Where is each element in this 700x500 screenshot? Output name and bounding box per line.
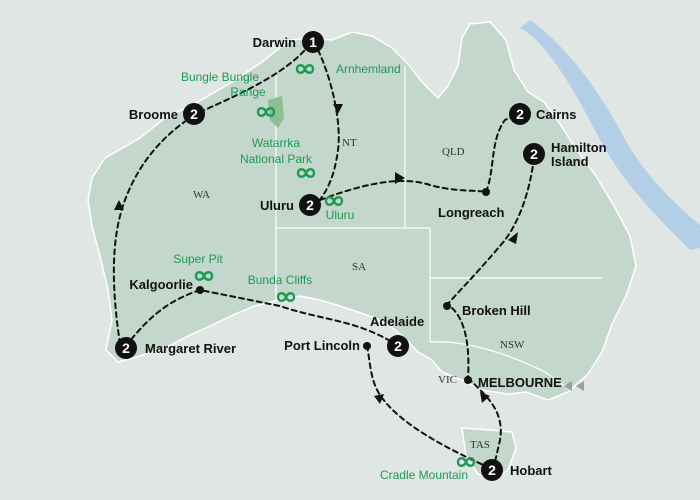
route-margaret-broome [112, 117, 191, 345]
arrow-head-4 [480, 392, 490, 403]
arrow-head-2 [395, 172, 405, 184]
label-margaret-river[interactable]: Margaret River [145, 341, 236, 356]
mainland-landmass [87, 21, 637, 401]
svg-text:1: 1 [309, 34, 317, 50]
svg-text:2: 2 [190, 106, 198, 122]
attraction-superpit[interactable]: Super Pit [173, 252, 223, 266]
label-portlincoln[interactable]: Port Lincoln [284, 338, 360, 353]
label-adelaide[interactable]: Adelaide [370, 314, 424, 329]
route-darwin-broome [199, 43, 311, 113]
infinity-icon [276, 292, 296, 302]
label-uluru[interactable]: Uluru [260, 198, 294, 213]
label-longreach[interactable]: Longreach [438, 205, 505, 220]
arrow-head-1 [333, 104, 343, 114]
badge-uluru[interactable]: 2 [299, 194, 321, 216]
badge-broome[interactable]: 2 [183, 103, 205, 125]
bungle-bungle-patch [268, 96, 284, 128]
infinity-icon [295, 64, 315, 74]
attraction-bungle-line2[interactable]: Range [230, 85, 266, 99]
attraction-bundacliffs[interactable]: Bunda Cliffs [248, 273, 312, 287]
arrow-head-5 [374, 394, 384, 404]
label-brokenhill[interactable]: Broken Hill [462, 303, 531, 318]
route-uluru-longreach [319, 179, 487, 201]
state-label-nt: NT [342, 137, 357, 149]
left-right-arrows-icon[interactable] [564, 381, 584, 391]
route-arrows [114, 104, 518, 404]
route-kalgoorlie-margaret [125, 289, 201, 347]
state-label-nsw: NSW [500, 339, 525, 351]
infinity-icon [324, 196, 344, 206]
label-hamilton[interactable]: Hamilton [551, 140, 607, 155]
kalgoorlie-dot [196, 286, 204, 294]
state-label-wa: WA [193, 189, 210, 201]
route-hamilton-brokenhill [445, 157, 535, 307]
badge-darwin[interactable]: 1 [302, 31, 324, 53]
brokenhill-dot [443, 302, 451, 310]
badge-hobart[interactable]: 2 [481, 459, 503, 481]
infinity-icon [296, 168, 316, 178]
svg-text:2: 2 [488, 462, 496, 478]
route-brokenhill-melbourne [451, 307, 470, 379]
badge-margaret-river[interactable]: 2 [115, 337, 137, 359]
state-label-sa: SA [352, 261, 366, 273]
longreach-dot [482, 188, 490, 196]
badge-hamilton-island[interactable]: 2 [523, 143, 545, 165]
attraction-cradle-mountain[interactable]: Cradle Mountain [380, 468, 468, 482]
route-adelaide-kalgoorlie [199, 289, 399, 347]
attraction-watarrka-line1[interactable]: Watarrka [252, 136, 301, 150]
label-melbourne[interactable]: MELBOURNE [478, 375, 562, 390]
melbourne-dot [464, 376, 472, 384]
portlincoln-dot [363, 342, 371, 350]
state-borders [275, 66, 602, 389]
attraction-uluru[interactable]: Uluru [326, 208, 355, 222]
route-longreach-cairns [485, 113, 519, 193]
route-melbourne-hobart [467, 377, 502, 467]
infinity-icon [194, 271, 214, 281]
state-label-vic: VIC [438, 374, 457, 386]
badge-cairns[interactable]: 2 [509, 103, 531, 125]
svg-text:2: 2 [122, 340, 130, 356]
infinity-icon [456, 457, 476, 467]
label-kalgoorlie[interactable]: Kalgoorlie [129, 277, 193, 292]
label-darwin[interactable]: Darwin [253, 35, 296, 50]
badge-adelaide[interactable]: 2 [387, 335, 409, 357]
svg-text:2: 2 [530, 146, 538, 162]
label-hobart[interactable]: Hobart [510, 463, 553, 478]
svg-text:2: 2 [516, 106, 524, 122]
svg-text:2: 2 [306, 197, 314, 213]
label-island[interactable]: Island [551, 154, 589, 169]
attraction-bungle-line1[interactable]: Bungle Bungle [181, 70, 259, 84]
tour-route [112, 43, 535, 469]
stop-dots [196, 188, 490, 384]
arrow-head-3 [508, 232, 518, 244]
infinity-icon [256, 107, 276, 117]
state-label-qld: QLD [442, 146, 465, 158]
reef-area [520, 20, 700, 250]
svg-text:2: 2 [394, 338, 402, 354]
label-broome[interactable]: Broome [129, 107, 178, 122]
label-cairns[interactable]: Cairns [536, 107, 576, 122]
route-darwin-uluru [314, 49, 340, 206]
state-label-tas: TAS [470, 439, 490, 451]
arrow-head-6 [114, 200, 124, 210]
attraction-watarrka-line2[interactable]: National Park [240, 152, 313, 166]
attraction-arnhemland[interactable]: Arnhemland [336, 62, 401, 76]
route-hobart-portlincoln [366, 345, 491, 469]
